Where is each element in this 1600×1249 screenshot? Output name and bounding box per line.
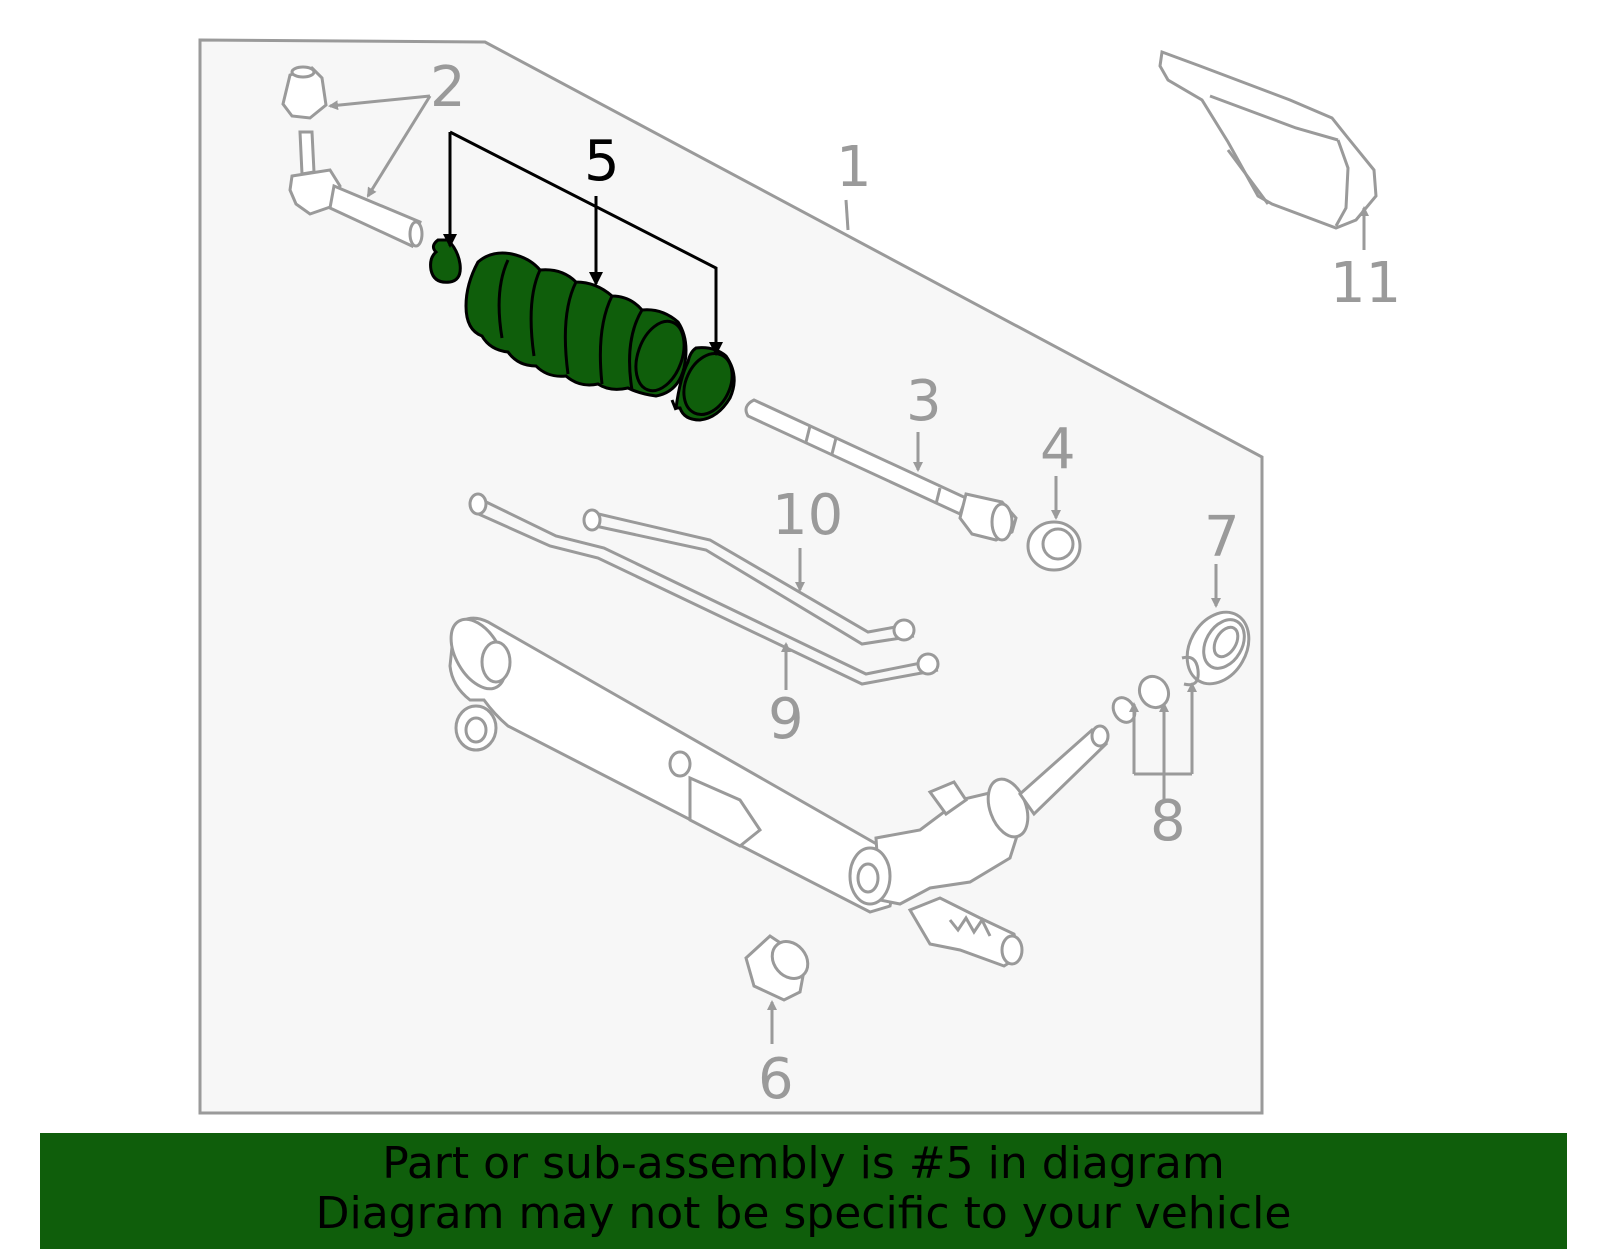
- part-2-outer-tie-rod-end[interactable]: [281, 65, 424, 249]
- callout-4: 4: [1040, 417, 1076, 482]
- part-11-steering-gear-shield[interactable]: [1158, 49, 1378, 230]
- callout-9: 9: [768, 687, 804, 752]
- callout-3: 3: [906, 369, 942, 434]
- callout-8: 8: [1150, 789, 1186, 854]
- part-7-seal[interactable]: [1175, 601, 1261, 695]
- callout-5: 5: [584, 129, 620, 194]
- callout-7: 7: [1204, 505, 1240, 570]
- callout-2: 2: [430, 55, 466, 120]
- callout-1: 1: [836, 135, 872, 200]
- callout-10: 10: [772, 483, 843, 548]
- part-3-inner-tie-rod[interactable]: [744, 398, 1018, 542]
- callout-5-leaders: [443, 130, 723, 356]
- part-5-boot-kit[interactable]: [429, 238, 742, 422]
- part-1-steering-gear[interactable]: [440, 610, 1110, 968]
- part-4-bushing[interactable]: [1026, 520, 1082, 572]
- callout-11: 11: [1330, 251, 1401, 316]
- boot-clamp-small: [429, 238, 462, 284]
- part-9-10-fluid-lines[interactable]: [468, 492, 940, 686]
- part-6-bushing[interactable]: [744, 934, 815, 1002]
- part-info-line-2: Diagram may not be specific to your vehi…: [315, 1188, 1292, 1239]
- part-info-line-1: Part or sub-assembly is #5 in diagram: [382, 1138, 1225, 1189]
- part-info-banner: Part or sub-assembly is #5 in diagram Di…: [40, 1133, 1567, 1249]
- callout-6: 6: [758, 1047, 794, 1112]
